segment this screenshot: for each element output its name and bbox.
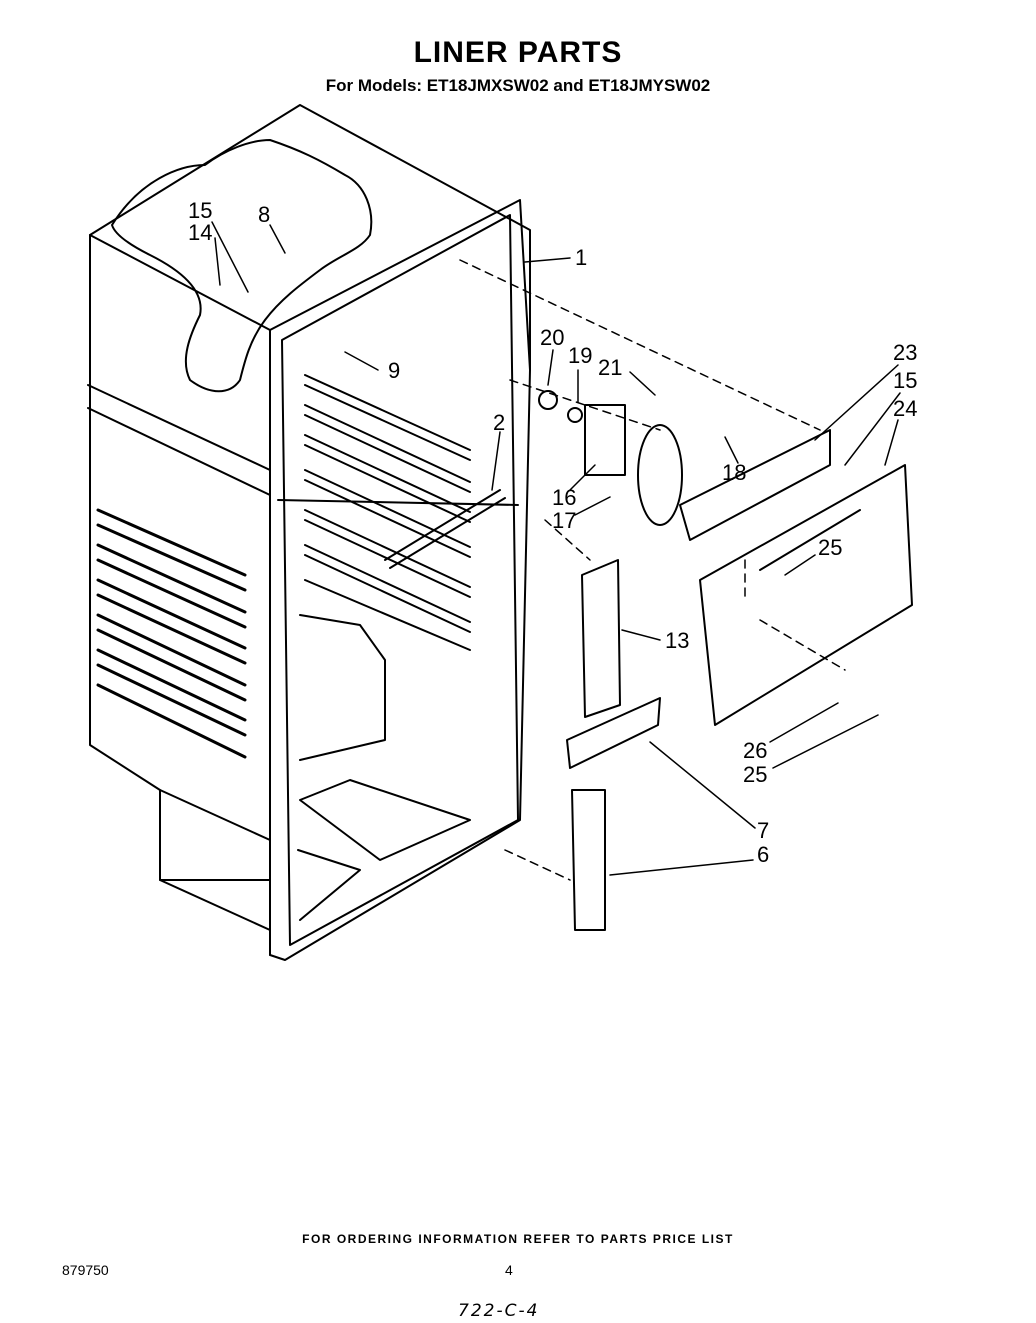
shelves (304, 374, 471, 651)
models-subtitle: For Models: ET18JMXSW02 and ET18JMYSW02 (325, 76, 711, 95)
callout-20: 20 (540, 325, 564, 350)
liner-front-frame (269, 199, 531, 961)
alignment-lines (459, 259, 846, 881)
evaporator-cover (679, 429, 913, 726)
callout-17: 17 (552, 508, 576, 533)
callout-18: 18 (722, 460, 746, 485)
callout-25-lower: 25 (743, 762, 767, 787)
cross-rail (384, 489, 501, 561)
cabinet-shell (87, 104, 531, 956)
ordering-info-note: FOR ORDERING INFORMATION REFER TO PARTS … (302, 1232, 734, 1246)
page-number: 4 (505, 1262, 513, 1278)
callout-21: 21 (598, 355, 622, 380)
callout-13: 13 (665, 628, 689, 653)
callout-2: 2 (493, 410, 505, 435)
callout-6: 6 (757, 842, 769, 867)
part-callouts: 1 2 6 7 8 9 13 14 15 16 17 18 19 20 21 2… (188, 198, 917, 867)
callout-7: 7 (757, 818, 769, 843)
callout-15-right: 15 (893, 368, 917, 393)
handwritten-annotation: 722-C-4 (458, 1301, 540, 1321)
fan-motor-assembly (538, 390, 683, 526)
torn-panel (111, 139, 373, 393)
air-ducts (566, 559, 661, 931)
callout-15-left: 15 (188, 198, 212, 223)
leader-lines (211, 221, 901, 876)
callout-9: 9 (388, 358, 400, 383)
side-vents (96, 508, 247, 759)
crisper-area (297, 614, 471, 921)
callout-24: 24 (893, 396, 917, 421)
callout-14: 14 (188, 220, 212, 245)
page-title: LINER PARTS (413, 36, 623, 69)
callout-26: 26 (743, 738, 767, 763)
document-number: 879750 (62, 1262, 109, 1278)
callout-25-upper: 25 (818, 535, 842, 560)
callout-16: 16 (552, 485, 576, 510)
callout-1: 1 (575, 245, 587, 270)
callout-23: 23 (893, 340, 917, 365)
callout-19: 19 (568, 343, 592, 368)
callout-8: 8 (258, 202, 270, 227)
